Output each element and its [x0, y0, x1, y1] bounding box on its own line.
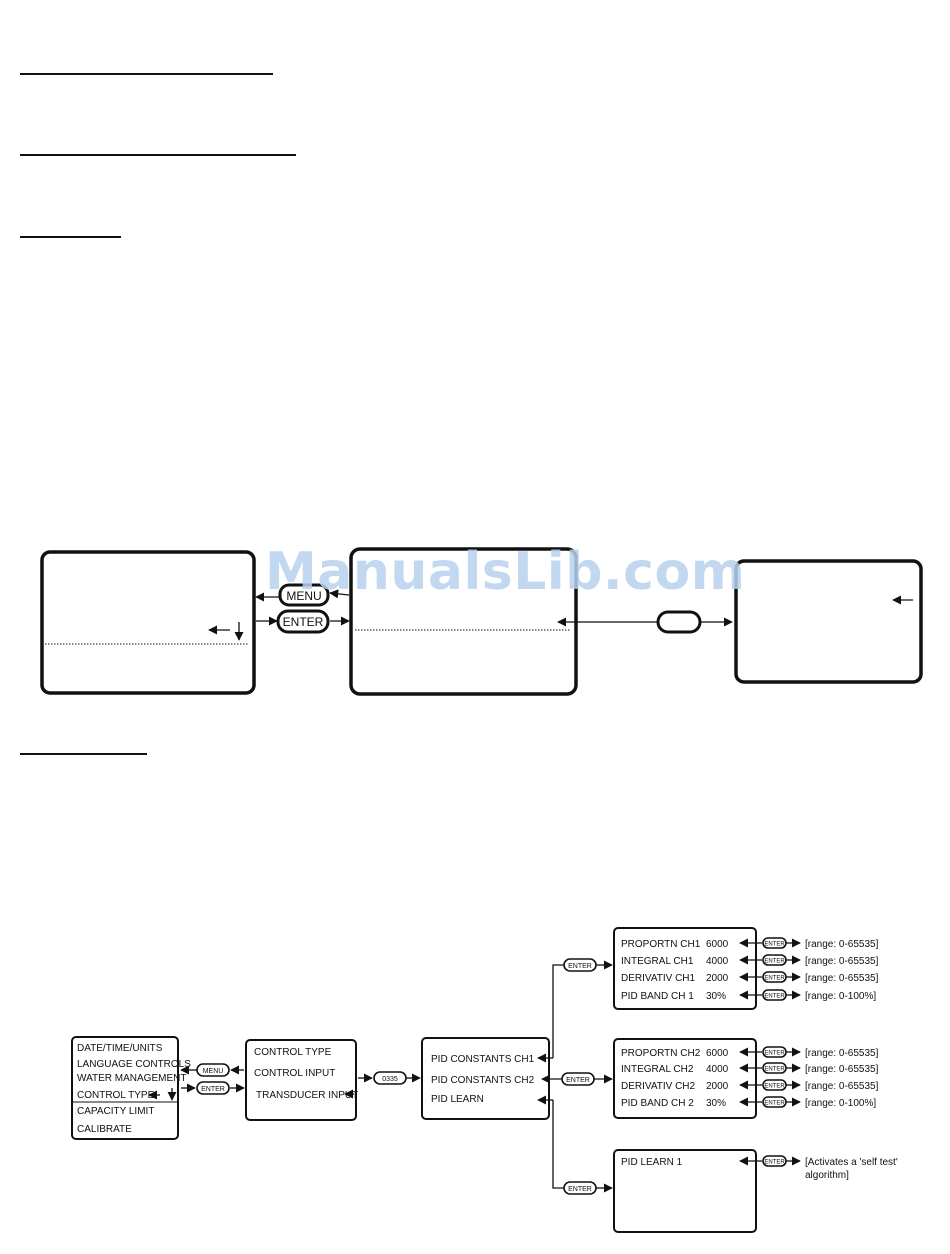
learn-connector — [552, 1100, 565, 1189]
top-enter-key[interactable] — [276, 609, 330, 634]
ch2-row-1-label[interactable]: PROPORTN CH2 — [621, 1048, 701, 1059]
bottom-enter-key[interactable] — [196, 1081, 230, 1095]
ch2-row-3-value: 2000 — [706, 1081, 729, 1092]
learn-enter-key[interactable] — [563, 1181, 597, 1195]
heading-underline-3 — [20, 236, 121, 238]
bottom-enter-key-label: ENTER — [201, 1086, 225, 1093]
ch1-row-2-value: 4000 — [706, 956, 729, 967]
heading-underline-2 — [20, 154, 296, 156]
ch1-row-1-range: [range: 0-65535] — [805, 939, 879, 950]
ch2-row-3-range: [range: 0-65535] — [805, 1081, 879, 1092]
ch1-row-1-enter-key-label: ENTER — [764, 942, 785, 948]
ch2-row-4-value: 30% — [706, 1098, 726, 1109]
ch2-row-3-label[interactable]: DERIVATIV CH2 — [621, 1081, 696, 1092]
code-0335-key[interactable] — [373, 1071, 407, 1085]
ch1-row-4-enter-key-label: ENTER — [764, 994, 785, 1000]
watermark: ManualsLib.com — [265, 542, 746, 602]
ch2-row-1-enter-key-label: ENTER — [764, 1051, 785, 1057]
top-enter-key-label: ENTER — [283, 615, 324, 629]
menu-item-capacity-limit[interactable]: CAPACITY LIMIT — [77, 1106, 154, 1117]
top-display-right — [734, 559, 923, 684]
heading-underline-4 — [20, 753, 147, 755]
ch2-row-4-enter-key-label: ENTER — [764, 1101, 785, 1107]
control-list-box — [245, 1039, 357, 1121]
ch1-row-2-enter-key-label: ENTER — [764, 959, 785, 965]
control-item-transducer-input[interactable]: TRANSDUCER INPUT — [256, 1090, 358, 1101]
menu-item-water-management[interactable]: WATER MANAGEMENT — [77, 1073, 186, 1084]
ch1-row-1-label[interactable]: PROPORTN CH1 — [621, 939, 701, 950]
ch2-enter-key-label: ENTER — [566, 1077, 590, 1084]
ch1-box — [613, 927, 757, 1010]
ch2-enter-key[interactable] — [561, 1072, 595, 1086]
bottom-menu-key[interactable] — [196, 1063, 230, 1077]
ch1-row-3-value: 2000 — [706, 973, 729, 984]
learn-row-enter-key[interactable] — [762, 1155, 787, 1167]
control-item-control-type[interactable]: CONTROL TYPE — [254, 1047, 332, 1058]
ch1-row-4-range: [range: 0-100%] — [805, 991, 876, 1002]
ch2-row-3-enter-key-label: ENTER — [764, 1084, 785, 1090]
ch2-row-1-value: 6000 — [706, 1048, 729, 1059]
ch1-enter-key-label: ENTER — [568, 963, 592, 970]
ch1-enter-key[interactable] — [563, 958, 597, 972]
ch2-row-2-label[interactable]: INTEGRAL CH2 — [621, 1064, 694, 1075]
bottom-menu-key-label: MENU — [203, 1068, 224, 1075]
menu-item-calibrate[interactable]: CALIBRATE — [77, 1124, 132, 1135]
menu-item-language-controls[interactable]: LANGUAGE CONTROLS — [77, 1059, 191, 1070]
ch1-row-3-label[interactable]: DERIVATIV CH1 — [621, 973, 696, 984]
ch1-row-1-value: 6000 — [706, 939, 729, 950]
learn-box — [613, 1149, 757, 1233]
ch1-row-2-range: [range: 0-65535] — [805, 956, 879, 967]
code-0335-key-label: 0335 — [382, 1076, 398, 1083]
learn-note-line1: [Activates a 'self test' — [805, 1157, 898, 1168]
heading-underline-1 — [20, 73, 273, 75]
menu-item-control-type[interactable]: CONTROL TYPE — [77, 1090, 155, 1101]
ch1-connector — [552, 964, 565, 1058]
learn-note-line2: algorithm] — [805, 1170, 849, 1181]
ch1-row-3-range: [range: 0-65535] — [805, 973, 879, 984]
ch1-row-4-value: 30% — [706, 991, 726, 1002]
ch2-row-2-value: 4000 — [706, 1064, 729, 1075]
pid-item-constants-ch2[interactable]: PID CONSTANTS CH2 — [431, 1075, 535, 1086]
ch1-row-2-label[interactable]: INTEGRAL CH1 — [621, 956, 694, 967]
ch2-box — [613, 1038, 757, 1119]
learn-row-enter-key-label: ENTER — [764, 1160, 785, 1166]
pid-item-constants-ch1[interactable]: PID CONSTANTS CH1 — [431, 1054, 535, 1065]
ch2-row-4-range: [range: 0-100%] — [805, 1098, 876, 1109]
ch1-row-3-enter-key-label: ENTER — [764, 976, 785, 982]
ch2-row-4-label[interactable]: PID BAND CH 2 — [621, 1098, 694, 1109]
ch2-row-1-range: [range: 0-65535] — [805, 1048, 879, 1059]
top-display-left — [40, 550, 256, 695]
control-item-control-input[interactable]: CONTROL INPUT — [254, 1068, 335, 1079]
ch2-row-2-range: [range: 0-65535] — [805, 1064, 879, 1075]
top-menu-key-label: MENU — [286, 589, 321, 603]
top-code-key[interactable] — [656, 610, 702, 634]
top-menu-key[interactable] — [278, 583, 330, 607]
menu-item-date-time-units[interactable]: DATE/TIME/UNITS — [77, 1043, 163, 1054]
menu-list-box — [71, 1036, 179, 1140]
pid-item-learn[interactable]: PID LEARN — [431, 1094, 484, 1105]
ch1-row-4-label[interactable]: PID BAND CH 1 — [621, 991, 694, 1002]
learn-label[interactable]: PID LEARN 1 — [621, 1157, 683, 1168]
learn-enter-key-label: ENTER — [568, 1186, 592, 1193]
ch2-row-2-enter-key-label: ENTER — [764, 1067, 785, 1073]
top-menu-arrow-right — [329, 589, 350, 599]
